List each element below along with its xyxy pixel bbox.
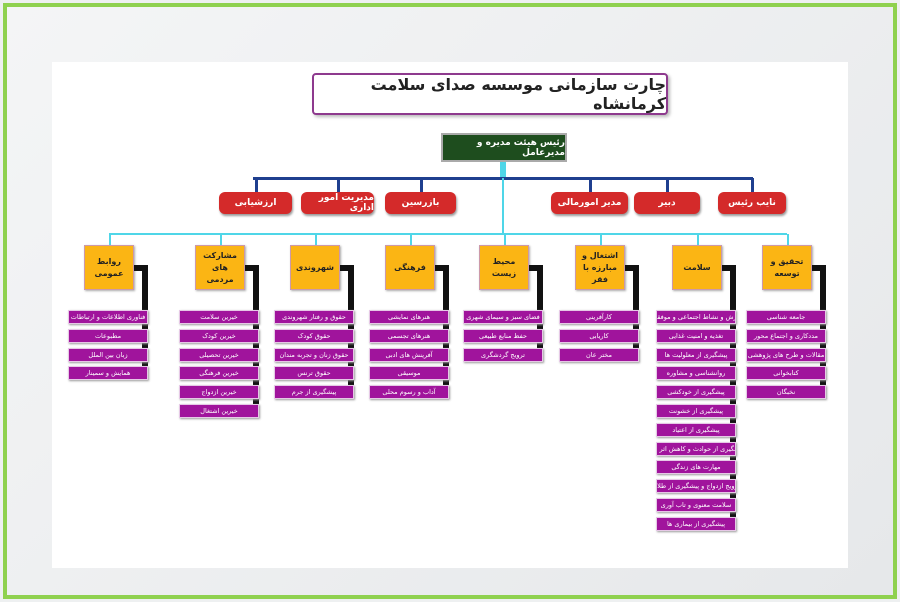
dept-trunk (502, 178, 504, 235)
exec-connector (751, 178, 754, 192)
branch-connector (435, 265, 449, 271)
branch-connector (722, 265, 736, 271)
sub-unit-box: فناوری اطلاعات و ارتباطات (68, 310, 148, 324)
dept-connector (109, 234, 111, 245)
sub-unit-box: خیرین ازدواج (179, 385, 259, 400)
dept-connector (315, 234, 317, 245)
branch-connector (633, 265, 639, 355)
sub-unit-box: فضای سبز و سیمای شهری (463, 310, 543, 324)
dept-connector (697, 234, 699, 245)
sub-unit-box: مقالات و طرح های پژوهشی (746, 347, 826, 362)
sub-unit-box: آفرینش های ادبی (369, 347, 449, 362)
sub-unit-box: ورزش و نشاط اجتماعی و موفقیت (656, 310, 736, 324)
sub-unit-box: روانشناسی و مشاوره (656, 366, 736, 381)
branch-connector (134, 265, 148, 271)
sub-unit-box: تغذیه و امنیت غذایی (656, 328, 736, 343)
sub-unit-box: مختر عان (559, 347, 639, 362)
dept-bus (109, 233, 787, 235)
sub-unit-box: حفظ منابع طبیعی (463, 328, 543, 343)
department-box: شهروندی (290, 245, 340, 290)
sub-unit-box: کاریابی (559, 328, 639, 343)
sub-unit-box: حقوق زنان و تجربه مندان (274, 347, 354, 362)
department-box: مشارکت های مردمی (195, 245, 245, 290)
branch-connector (348, 265, 354, 393)
sub-unit-box: آداب و رسوم محلی (369, 385, 449, 400)
branch-connector (820, 265, 826, 393)
dept-connector (504, 234, 506, 245)
ceo-box: رئیس هیئت مدیره و مدیرعامل (441, 133, 567, 162)
sub-unit-box: موسیقی (369, 366, 449, 381)
branch-connector (443, 265, 449, 393)
dept-connector (410, 234, 412, 245)
sub-unit-box: همایش و سمینار (68, 366, 148, 381)
exec-box: مدیریت امور اداری (301, 192, 374, 214)
exec-box: ارزشیابی (219, 192, 292, 214)
branch-connector (340, 265, 354, 271)
exec-connector (419, 178, 423, 192)
department-box: تحقیق و توسعه (762, 245, 812, 290)
sub-unit-box: پیشگیری از خشونت (656, 404, 736, 418)
sub-unit-box: پیشگیری از اعتیاد (656, 422, 736, 437)
sub-unit-box: مددکاری و اجتماع محور (746, 328, 826, 343)
sub-unit-box: کارآفرینی (559, 310, 639, 324)
sub-unit-box: پیشگیری از بیماری ها (656, 516, 736, 531)
sub-unit-box: هنرهای تجسمی (369, 328, 449, 343)
sub-unit-box: مطبوعات (68, 328, 148, 343)
sub-unit-box: ترویج ازدواج و پیشگیری از طلاق (656, 479, 736, 494)
exec-connector (588, 178, 592, 192)
department-box: فرهنگی (385, 245, 435, 290)
sub-unit-box: حقوق کودک (274, 328, 354, 343)
sub-unit-box: مهارت های زندگی (656, 460, 736, 475)
branch-connector (625, 265, 639, 271)
sub-unit-box: حقوق ترنس (274, 366, 354, 381)
dept-connector (600, 234, 602, 245)
sub-unit-box: خیرین کودک (179, 328, 259, 343)
sub-unit-box: پیشگیری از جرم (274, 385, 354, 400)
sub-unit-box: خیرین تحصیلی (179, 347, 259, 362)
exec-connector (254, 178, 258, 192)
sub-unit-box: کتابخوانی (746, 366, 826, 381)
chart-title: چارت سازمانی موسسه صدای سلامت کرمانشاه (312, 73, 668, 115)
branch-connector (529, 265, 543, 271)
sub-unit-box: سلامت معنوی و تاب آوری (656, 498, 736, 512)
sub-unit-box: پیشگیری از خودکشی (656, 385, 736, 400)
branch-connector (812, 265, 826, 271)
sub-unit-box: خیرین سلامت (179, 310, 259, 324)
sub-unit-box: خیرین اشتغال (179, 404, 259, 418)
department-box: روابط عمومی (84, 245, 134, 290)
exec-connector (336, 178, 340, 192)
sub-unit-box: پیشگیری از حوادث و کاهش اثر بلایا (656, 441, 736, 456)
sub-unit-box: نخبگان (746, 385, 826, 400)
sub-unit-box: ترویج گردشگری (463, 347, 543, 362)
exec-box: مدیر امورمالی (551, 192, 628, 214)
sub-unit-box: جامعه شناسی (746, 310, 826, 324)
sub-unit-box: حقوق و رفتار شهروندی (274, 310, 354, 324)
department-box: محیط زیست (479, 245, 529, 290)
dept-connector (787, 234, 789, 245)
branch-connector (245, 265, 259, 271)
exec-box: دبیر (634, 192, 700, 214)
sub-unit-box: هنرهای نمایشی (369, 310, 449, 324)
sub-unit-box: پیشگیری از معلولیت ها (656, 347, 736, 362)
ceo-connector (500, 162, 506, 178)
department-box: سلامت (672, 245, 722, 290)
dept-connector (220, 234, 222, 245)
department-box: اشتغال و مبارزه با فقر (575, 245, 625, 290)
exec-connector (666, 178, 669, 192)
sub-unit-box: زبان بین الملل (68, 347, 148, 362)
sub-unit-box: خیرین فرهنگی (179, 366, 259, 381)
exec-box: نایب رئیس (718, 192, 786, 214)
branch-connector (537, 265, 543, 355)
exec-box: بازرسین (385, 192, 456, 214)
